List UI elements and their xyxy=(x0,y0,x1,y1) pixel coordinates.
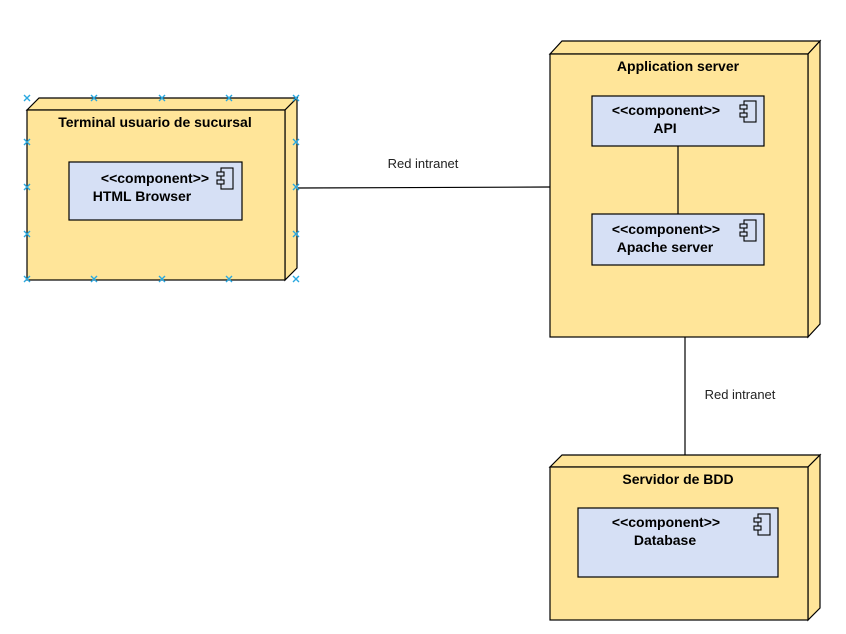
component-database[interactable]: <<component>> Database xyxy=(577,507,779,578)
node-app-side-face xyxy=(807,39,821,339)
selection-handle-icon[interactable] xyxy=(292,94,300,102)
selection-handle-icon[interactable] xyxy=(292,275,300,283)
component-apache-box xyxy=(591,213,765,266)
component-apache-server[interactable]: <<component>> Apache server xyxy=(591,213,765,266)
node-db-title: Servidor de BDD xyxy=(622,471,733,487)
component-icon xyxy=(739,100,757,123)
node-terminal-title: Terminal usuario de sucursal xyxy=(58,114,251,130)
component-api-stereotype: <<component>> xyxy=(612,102,720,118)
selection-handle-icon[interactable] xyxy=(225,275,233,283)
node-terminal-side-face xyxy=(284,96,298,282)
selection-handle-icon[interactable] xyxy=(225,94,233,102)
selection-handle-icon[interactable] xyxy=(292,183,300,191)
component-html-browser-name: HTML Browser xyxy=(93,188,192,204)
component-apache-name: Apache server xyxy=(617,239,714,255)
component-api[interactable]: <<component>> API xyxy=(591,95,765,147)
selection-handle-icon[interactable] xyxy=(23,94,31,102)
edge-label-terminal-app: Red intranet xyxy=(388,156,459,171)
component-icon xyxy=(216,167,234,190)
component-icon xyxy=(753,513,771,536)
node-app-top-face xyxy=(548,40,822,55)
node-db-top-face xyxy=(548,454,822,468)
selection-handle-icon[interactable] xyxy=(23,230,31,238)
component-database-box xyxy=(577,507,779,578)
component-api-name: API xyxy=(653,120,676,136)
component-html-browser-stereotype: <<component>> xyxy=(101,170,209,186)
selection-handle-icon[interactable] xyxy=(23,183,31,191)
node-application-server[interactable]: Application server <<component>> API <<c… xyxy=(548,39,822,339)
component-html-browser[interactable]: <<component>> HTML Browser xyxy=(68,161,243,221)
component-html-browser-box xyxy=(68,161,243,221)
node-terminal-top-face xyxy=(25,97,299,111)
selection-handle-icon[interactable] xyxy=(23,138,31,146)
selection-handle-icon[interactable] xyxy=(158,275,166,283)
component-database-stereotype: <<component>> xyxy=(612,514,720,530)
edge-label-app-db: Red intranet xyxy=(705,387,776,402)
node-db-side-face xyxy=(807,453,821,622)
edge-terminal-to-app-server[interactable] xyxy=(297,186,551,189)
node-app-title: Application server xyxy=(617,58,740,74)
component-icon xyxy=(739,219,757,242)
selection-handles[interactable] xyxy=(23,94,300,283)
selection-handle-icon[interactable] xyxy=(158,94,166,102)
node-terminal-usuario[interactable]: Terminal usuario de sucursal <<component… xyxy=(23,94,300,283)
component-database-name: Database xyxy=(634,532,696,548)
node-servidor-bdd[interactable]: Servidor de BDD <<component>> Database xyxy=(548,453,822,622)
component-api-box xyxy=(591,95,765,147)
selection-handle-icon[interactable] xyxy=(23,275,31,283)
selection-handle-icon[interactable] xyxy=(292,230,300,238)
component-apache-stereotype: <<component>> xyxy=(612,221,720,237)
selection-handle-icon[interactable] xyxy=(292,138,300,146)
selection-handle-icon[interactable] xyxy=(90,275,98,283)
selection-handle-icon[interactable] xyxy=(90,94,98,102)
